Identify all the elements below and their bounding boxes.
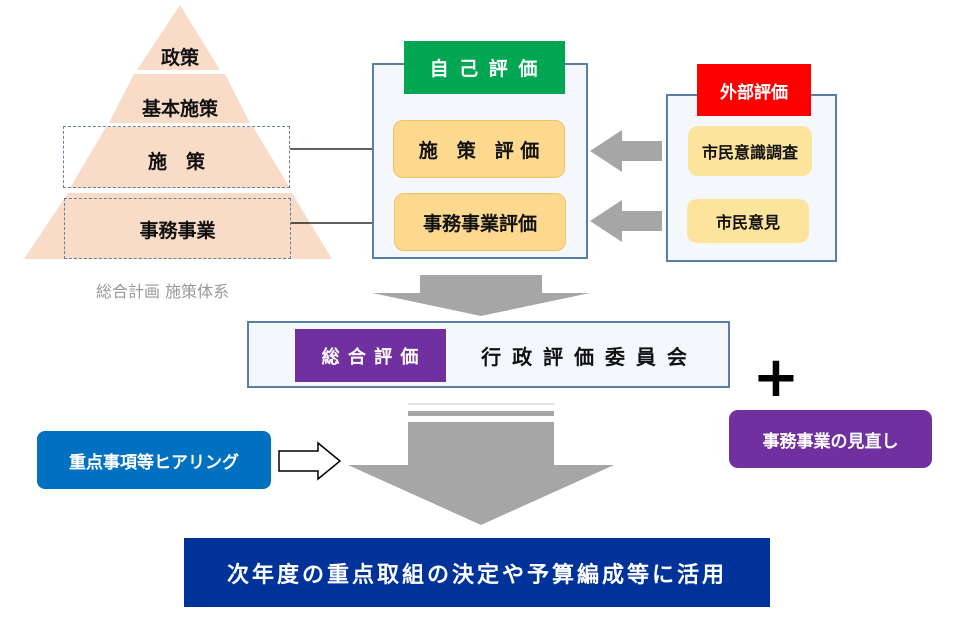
- arrow-down-icon: [372, 275, 590, 316]
- pyramid-label-policy: 政策: [160, 47, 199, 69]
- self-eval-item-project: 事務事業評価: [394, 193, 566, 251]
- self-eval-title: 自 己 評 価: [404, 41, 565, 94]
- project-review-box: 事務事業の見直し: [729, 410, 932, 468]
- arrow-down-large-icon: [348, 422, 614, 525]
- measure-highlight-box: [63, 126, 290, 188]
- overall-eval-tag: 総 合 評 価: [295, 329, 446, 382]
- pyramid-label-measure: 施 策: [147, 151, 205, 173]
- pyramid-tier-measure: [70, 127, 290, 188]
- pyramid-tier-project: [24, 193, 332, 259]
- project-highlight-box: [64, 198, 291, 259]
- result-box: 次年度の重点取組の決定や予算編成等に活用: [184, 538, 770, 607]
- self-eval-item-measure: 施 策 評 価: [393, 120, 565, 178]
- external-eval-item-survey: 市民意識調査: [688, 126, 812, 176]
- priority-hearing-box: 重点事項等ヒアリング: [37, 431, 271, 489]
- pyramid-label-project: 事務事業: [139, 220, 216, 242]
- plus-icon: +: [752, 345, 800, 410]
- pyramid-caption: 総合計画 施策体系: [96, 282, 230, 301]
- arrow-left-icon: [590, 200, 662, 242]
- arrow-left-icon: [590, 130, 662, 172]
- pyramid-tier-basic-policy: [109, 74, 250, 123]
- external-eval-item-opinion: 市民意見: [687, 199, 809, 243]
- evaluation-committee-label: 行 政 評 価 委 員 会: [481, 345, 689, 369]
- arrow-right-outline-icon: [278, 441, 342, 481]
- pyramid-tier-policy: [137, 5, 220, 70]
- arrow-stripe: [408, 411, 554, 416]
- external-eval-title: 外部評価: [697, 64, 811, 116]
- pyramid-label-basic-policy: 基本施策: [141, 98, 218, 120]
